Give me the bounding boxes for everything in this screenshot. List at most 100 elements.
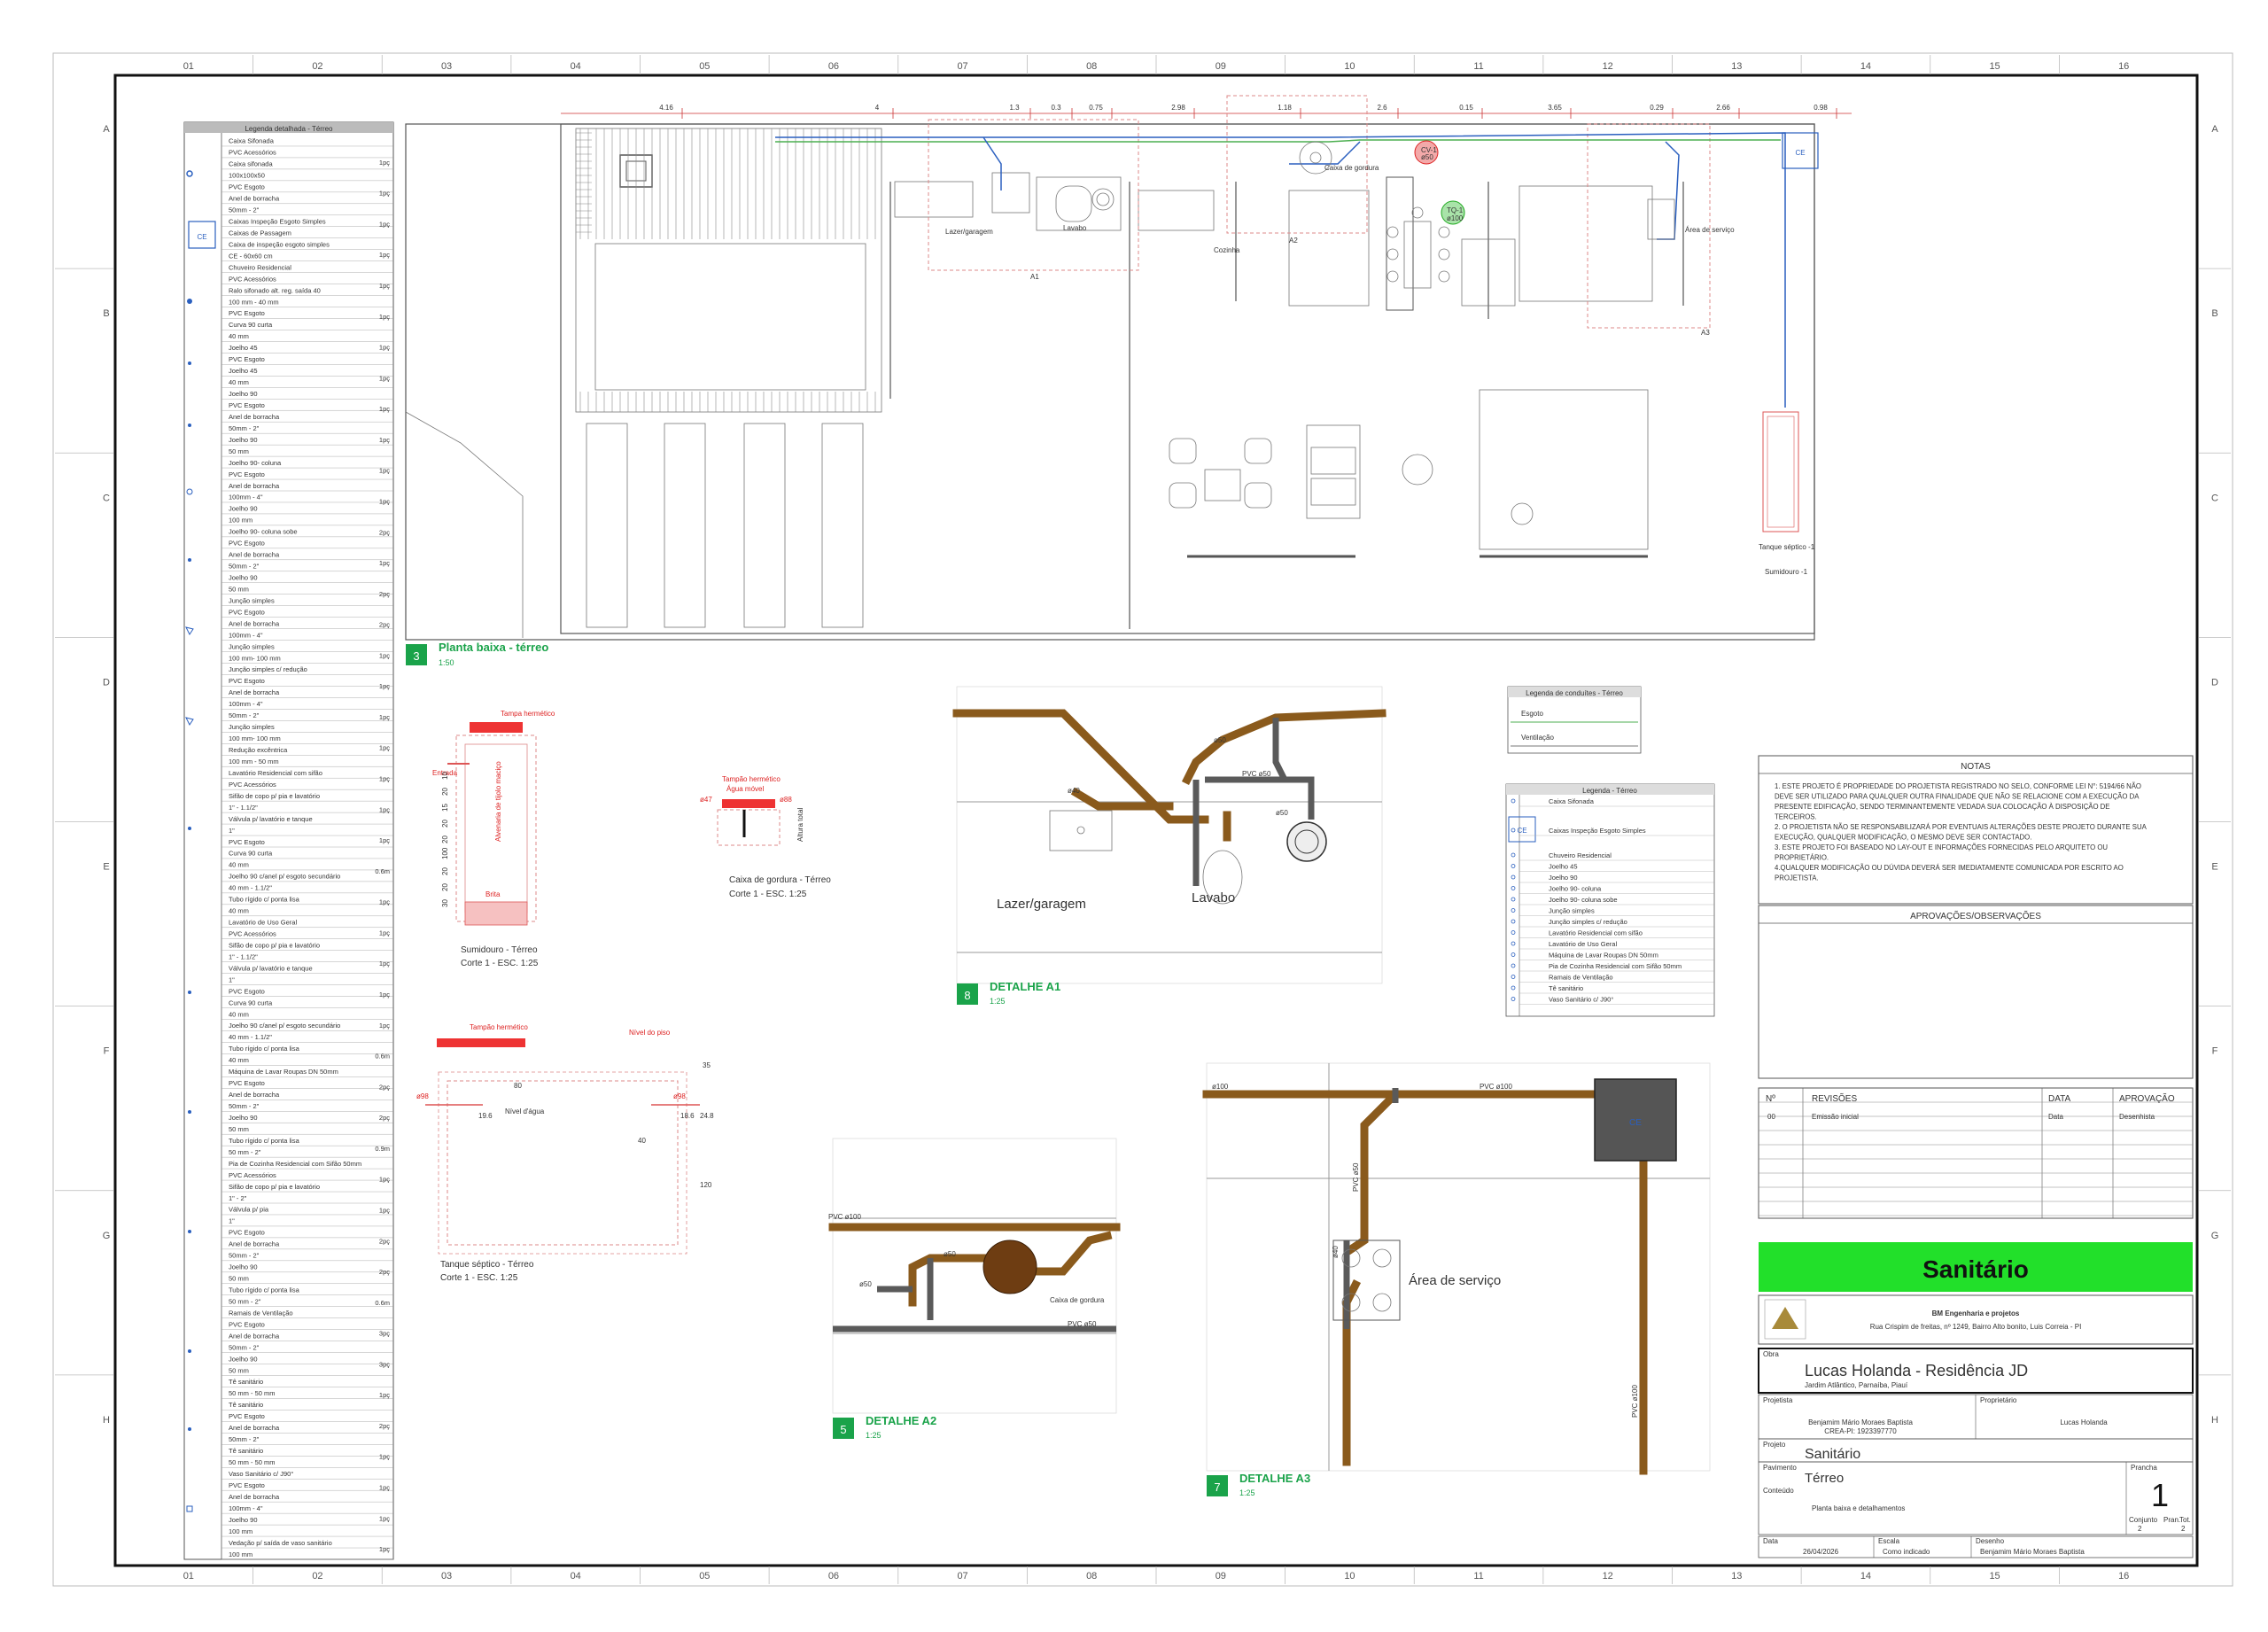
a3-room-label: Área de serviço	[1409, 1273, 1501, 1288]
grid-col-top-11: 11	[1473, 61, 1483, 72]
legend-detailed-line: PVC Esgoto	[229, 1229, 265, 1237]
projeto-name: Sanitário	[1805, 1447, 1860, 1462]
grid-row-right-C: C	[2211, 493, 2218, 503]
legend-detailed-line: Tubo rígido c/ ponta lisa	[229, 896, 300, 904]
legend-detailed-qty: 1pç	[379, 682, 390, 690]
legend-detailed-line: PVC Esgoto	[229, 1412, 265, 1420]
a3-pipe-2: PVC ø100	[1480, 1083, 1512, 1091]
ventilacao-icon	[188, 1349, 191, 1353]
caixa-sifonada-icon	[186, 170, 193, 177]
legend-simple-icon	[1511, 798, 1516, 804]
legend-detailed-line: PVC Acessórios	[229, 275, 276, 283]
pavimento-name: Térreo	[1805, 1471, 1844, 1486]
a2-number: 5	[840, 1423, 846, 1436]
legend-detailed-line: 50 mm	[229, 447, 249, 455]
tanque-piso: Nível do piso	[629, 1029, 671, 1037]
vaso-icon	[186, 1505, 193, 1512]
legend-detailed-qty: 1pç	[379, 1514, 390, 1522]
conjunto-value: 2	[2138, 1525, 2142, 1533]
grid-col-bottom-03: 03	[441, 1571, 452, 1581]
a2-title: DETALHE A2	[866, 1414, 936, 1427]
legend-detailed-line: Joelho 90	[229, 505, 258, 513]
legend-detailed-line: 100mm - 4"	[229, 631, 263, 639]
legend-detailed-qty: 1pç	[379, 344, 390, 352]
a1-room-lazer: Lazer/garagem	[997, 897, 1086, 912]
legend-detailed-line: Junção simples	[229, 596, 275, 604]
rev-row-desc: Emissão inicial	[1812, 1113, 1859, 1121]
legend-detailed-quantities: 1pç1pç1pç1pç1pç1pç1pç1pç1pç1pç1pç1pç2pç1…	[375, 159, 390, 1553]
legend-detailed-line: Junção simples	[229, 723, 275, 731]
grid-row-left-F: F	[104, 1046, 110, 1057]
zone-a2: A2	[1289, 237, 1298, 245]
a3-title: DETALHE A3	[1239, 1472, 1310, 1485]
a1-number-badge	[957, 983, 978, 1005]
a2-pipe-4: PVC ø50	[1068, 1320, 1097, 1328]
legend-detailed-line: 50 mm - 2"	[229, 1297, 261, 1305]
legend-detailed-qty: 1pç	[379, 898, 390, 906]
legend-detailed-line: 100x100x50	[229, 172, 265, 180]
a2-pipe-1: PVC ø100	[828, 1213, 861, 1221]
approvals-title: APROVAÇÕES/OBSERVAÇÕES	[1910, 910, 2041, 921]
grid-row-right-H: H	[2211, 1415, 2218, 1426]
tanque-dim: 24.8	[700, 1112, 714, 1120]
deck-lines	[576, 128, 876, 412]
proprietario-label: Proprietário	[1980, 1396, 2017, 1404]
legend-detailed-line: Anel de borracha	[229, 482, 280, 490]
legend-detailed-qty: 1pç	[379, 1206, 390, 1214]
detail-a2: Caixa de gordura PVC ø100 ø50 ø50 PVC ø5…	[828, 1138, 1121, 1440]
a2-number-badge	[833, 1418, 854, 1439]
legend-detailed-line: Máquina de Lavar Roupas DN 50mm	[229, 1068, 338, 1076]
legend-detailed-line: Joelho 90	[229, 1114, 258, 1122]
legend-detailed-line: 100mm - 4"	[229, 1504, 263, 1512]
legend-simple-item: Ramais de Ventilação	[1549, 974, 1613, 982]
legend-detailed-line: 40 mm	[229, 861, 249, 869]
tanque-title: Tanque séptico - Térreo	[440, 1260, 534, 1270]
sumidouro-dim: 20	[441, 820, 449, 828]
grid-row-left-B: B	[103, 308, 109, 319]
escala-value: Como indicado	[1883, 1548, 1930, 1556]
plan-number-badge	[406, 644, 427, 665]
legend-detailed-qty: 2pç	[379, 1268, 390, 1276]
grid-col-top-01: 01	[183, 61, 194, 72]
legend-detailed-line: Vedação p/ saída de vaso sanitário	[229, 1539, 332, 1547]
legend-detailed-qty: 1pç	[379, 282, 390, 290]
a3-pipe-3: PVC ø50	[1352, 1162, 1360, 1192]
title-banner-text: Sanitário	[1922, 1255, 2029, 1283]
a1-room-lavabo: Lavabo	[1192, 890, 1235, 905]
legend-simple-item: Caixas Inspeção Esgoto Simples	[1549, 827, 1646, 835]
legend-detailed-line: Joelho 90	[229, 574, 258, 582]
legend-detailed-line: Curva 90 curta	[229, 321, 273, 329]
legend-detailed-line: PVC Esgoto	[229, 309, 265, 317]
legend-detailed-qty: 1pç	[379, 559, 390, 567]
pran-label: Pran.	[2163, 1516, 2180, 1524]
pran-tot-label: Tot.	[2179, 1516, 2191, 1524]
legend-detailed-line: Caixas de Passagem	[229, 229, 291, 237]
grid-col-top-12: 12	[1603, 61, 1613, 72]
legend-detailed-qty: 1pç	[379, 313, 390, 321]
sumidouro-dim: 10	[441, 772, 449, 780]
legend-detailed-line: Junção simples	[229, 642, 275, 650]
lavatorio-icon	[188, 827, 191, 830]
notes-line: 4.QUALQUER MODIFICAÇÃO OU DÚVIDA DEVERÁ …	[1775, 864, 2124, 872]
data-label: Data	[1763, 1537, 1778, 1545]
escala-label: Escala	[1878, 1537, 1900, 1545]
rev-row-n: 00	[1767, 1113, 1775, 1121]
legend-detailed-qty: 1pç	[379, 1176, 390, 1184]
grid-col-bottom-16: 16	[2118, 1571, 2129, 1581]
tag-cv1: CV-1	[1421, 146, 1437, 154]
legend-detailed-line: Curva 90 curta	[229, 850, 273, 858]
tanque-nivel: Nível d'água	[505, 1107, 545, 1115]
legend-detailed-qty: 1pç	[379, 1484, 390, 1492]
projetista-crea: CREA-PI: 1923397770	[1824, 1427, 1897, 1435]
grid-col-bottom-13: 13	[1731, 1571, 1742, 1581]
grid-col-top-06: 06	[828, 61, 839, 72]
notes-line: DEVE SER UTILIZADO PARA QUALQUER OUTRA F…	[1775, 793, 2140, 801]
legend-detailed-line: 100 mm - 50 mm	[229, 758, 279, 765]
legend-detailed-line: 40 mm	[229, 1010, 249, 1018]
legend-detailed-line: Joelho 90 c/anel p/ esgoto secundário	[229, 1022, 340, 1030]
legend-detailed-line: 1"	[229, 975, 235, 983]
